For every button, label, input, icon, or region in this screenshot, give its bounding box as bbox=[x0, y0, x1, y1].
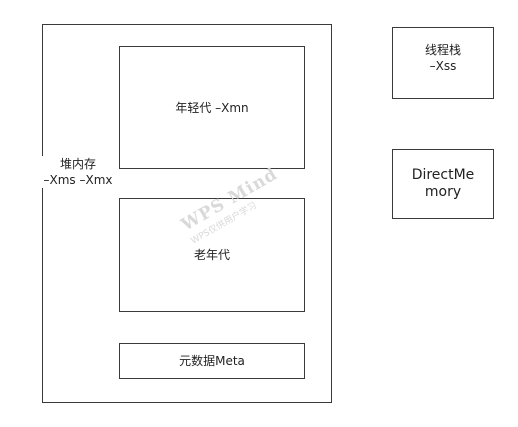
direct-memory-label: DirectMe mory bbox=[393, 167, 493, 201]
direct-memory-line2: mory bbox=[424, 184, 462, 200]
thread-stack-param: –Xss bbox=[429, 59, 457, 73]
thread-stack-title: 线程栈 bbox=[424, 43, 461, 57]
heap-memory-title: 堆内存 bbox=[59, 157, 96, 171]
old-generation-box: 老年代 bbox=[119, 198, 305, 312]
direct-memory-line1: DirectMe bbox=[411, 167, 475, 183]
old-generation-label: 老年代 bbox=[193, 248, 230, 262]
heap-memory-params: –Xms –Xmx bbox=[43, 173, 113, 187]
thread-stack-box: 线程栈 –Xss bbox=[392, 27, 494, 99]
metaspace-box: 元数据Meta bbox=[119, 343, 305, 379]
metaspace-label: 元数据Meta bbox=[179, 354, 245, 368]
heap-memory-label: 堆内存 –Xms –Xmx bbox=[38, 156, 118, 188]
direct-memory-box: DirectMe mory bbox=[392, 149, 494, 219]
young-generation-box: 年轻代 –Xmn bbox=[119, 46, 305, 169]
young-generation-label: 年轻代 –Xmn bbox=[175, 100, 249, 115]
thread-stack-label: 线程栈 –Xss bbox=[393, 42, 493, 74]
